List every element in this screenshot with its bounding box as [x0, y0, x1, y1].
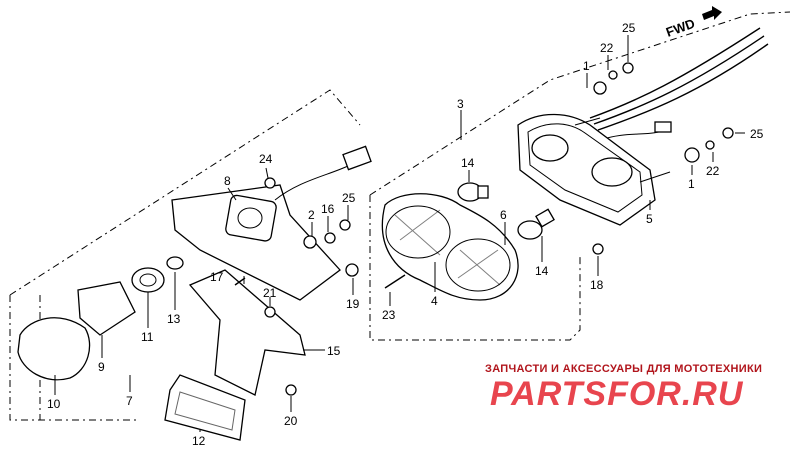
callout-1-right: 1	[688, 177, 695, 191]
callout-23: 23	[382, 308, 396, 322]
watermark: ЗАПЧАСТИ И АКСЕССУАРЫ ДЛЯ МОТОТЕХНИКИ PA…	[485, 363, 762, 413]
license-light-housing	[77, 281, 136, 336]
bulb-upper	[457, 182, 489, 202]
taillight-assembly-frame	[369, 11, 791, 341]
callout-14-upper: 14	[461, 156, 475, 170]
callout-25-top: 25	[622, 21, 636, 35]
watermark-brand: PARTSFOR.RU	[490, 375, 744, 413]
callout-16: 16	[321, 202, 335, 216]
hardware-items	[234, 62, 734, 396]
callout-25-right: 25	[750, 127, 764, 141]
callout-24: 24	[259, 152, 273, 166]
callout-leaders	[54, 35, 745, 432]
callout-22-right: 22	[706, 164, 720, 178]
reflector-stay	[188, 269, 306, 396]
license-bulb	[166, 256, 184, 270]
callout-7: 7	[126, 394, 133, 408]
callout-15: 15	[327, 344, 341, 358]
callout-8: 8	[224, 174, 231, 188]
watermark-subtitle: ЗАПЧАСТИ И АКСЕССУАРЫ ДЛЯ МОТОТЕХНИКИ	[485, 363, 762, 375]
taillight-housing	[517, 113, 671, 226]
callout-14-lower: 14	[535, 264, 549, 278]
taillight-lens	[381, 193, 519, 301]
bulb-lower	[517, 208, 555, 240]
callout-5: 5	[646, 212, 653, 226]
callout-11: 11	[141, 330, 154, 344]
callout-9: 9	[98, 360, 105, 374]
license-bracket	[171, 145, 372, 301]
license-light-lens	[17, 317, 91, 381]
callout-18: 18	[590, 278, 604, 292]
callout-3: 3	[457, 97, 464, 111]
license-light-gasket	[131, 267, 165, 293]
callout-12: 12	[192, 434, 206, 448]
callout-20: 20	[284, 414, 298, 428]
callout-19: 19	[346, 297, 360, 311]
callout-1-top: 1	[583, 59, 590, 73]
wiring-harness	[589, 27, 769, 141]
callout-25-mid: 25	[342, 191, 356, 205]
callout-17: 17	[210, 270, 224, 284]
callout-13: 13	[167, 312, 181, 326]
callout-22-top: 22	[600, 41, 614, 55]
callout-6: 6	[500, 208, 507, 222]
fwd-label: FWD	[664, 16, 697, 40]
callout-4: 4	[431, 294, 438, 308]
fwd-arrow-icon	[702, 6, 722, 20]
callout-10: 10	[47, 397, 61, 411]
forward-direction-indicator: FWD	[664, 6, 722, 40]
callout-2: 2	[308, 208, 315, 222]
callout-numbers: 1 22 25 3 14 6 5 1 22 25 24 8 2 16 25 17…	[47, 21, 764, 448]
callout-21: 21	[263, 286, 277, 300]
rear-reflector	[164, 374, 246, 441]
